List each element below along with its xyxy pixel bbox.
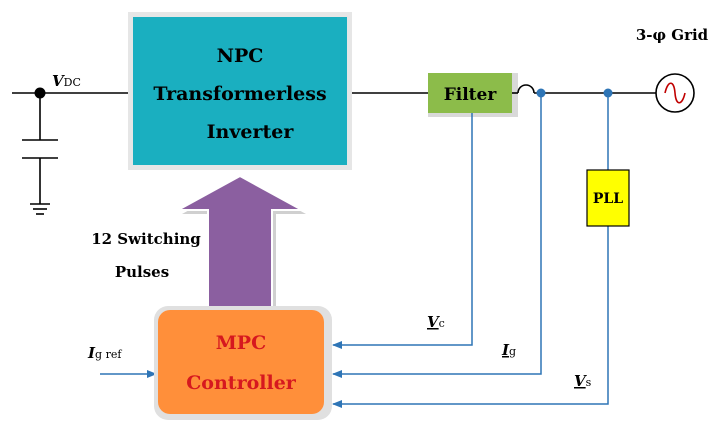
filter-block: Filter: [428, 73, 518, 117]
switching-pulses-label-line1: 12 Switching: [91, 230, 201, 248]
filter-label: Filter: [444, 85, 498, 105]
vdc-label: VDC: [52, 72, 81, 90]
current-sense-node: [536, 88, 546, 98]
voltage-sense-node: [603, 88, 613, 98]
switching-pulses-label-line2: Pulses: [115, 263, 169, 281]
pll-block: PLL: [586, 169, 630, 227]
mpc-title-line1: MPC: [216, 332, 266, 354]
inverter-title-line3: Inverter: [207, 121, 295, 143]
mpc-controller-block: MPC Controller: [154, 306, 332, 420]
dc-bus-node: [34, 87, 46, 99]
grid-connection-wire: [512, 84, 656, 94]
vc-label: Vc: [427, 313, 445, 331]
inverter-title-line1: NPC: [217, 45, 264, 67]
inverter-title-line2: Transformerless: [153, 83, 326, 105]
npc-inverter-block: NPC Transformerless Inverter: [128, 12, 352, 170]
switching-pulses-arrow: [177, 174, 306, 316]
grid-label: 3-φ Grid: [636, 26, 709, 44]
vc-signal-line: [332, 113, 473, 349]
igref-label: Ig ref: [87, 344, 122, 362]
mpc-title-line2: Controller: [186, 372, 297, 394]
ig-label: Ig: [501, 341, 516, 359]
ig-signal-line: [332, 93, 542, 378]
vs-label: Vs: [574, 372, 592, 390]
vs-signal-line: [332, 93, 609, 408]
pll-label: PLL: [593, 191, 623, 207]
dc-link-wiring: [12, 92, 130, 215]
grid-source: [655, 73, 695, 113]
